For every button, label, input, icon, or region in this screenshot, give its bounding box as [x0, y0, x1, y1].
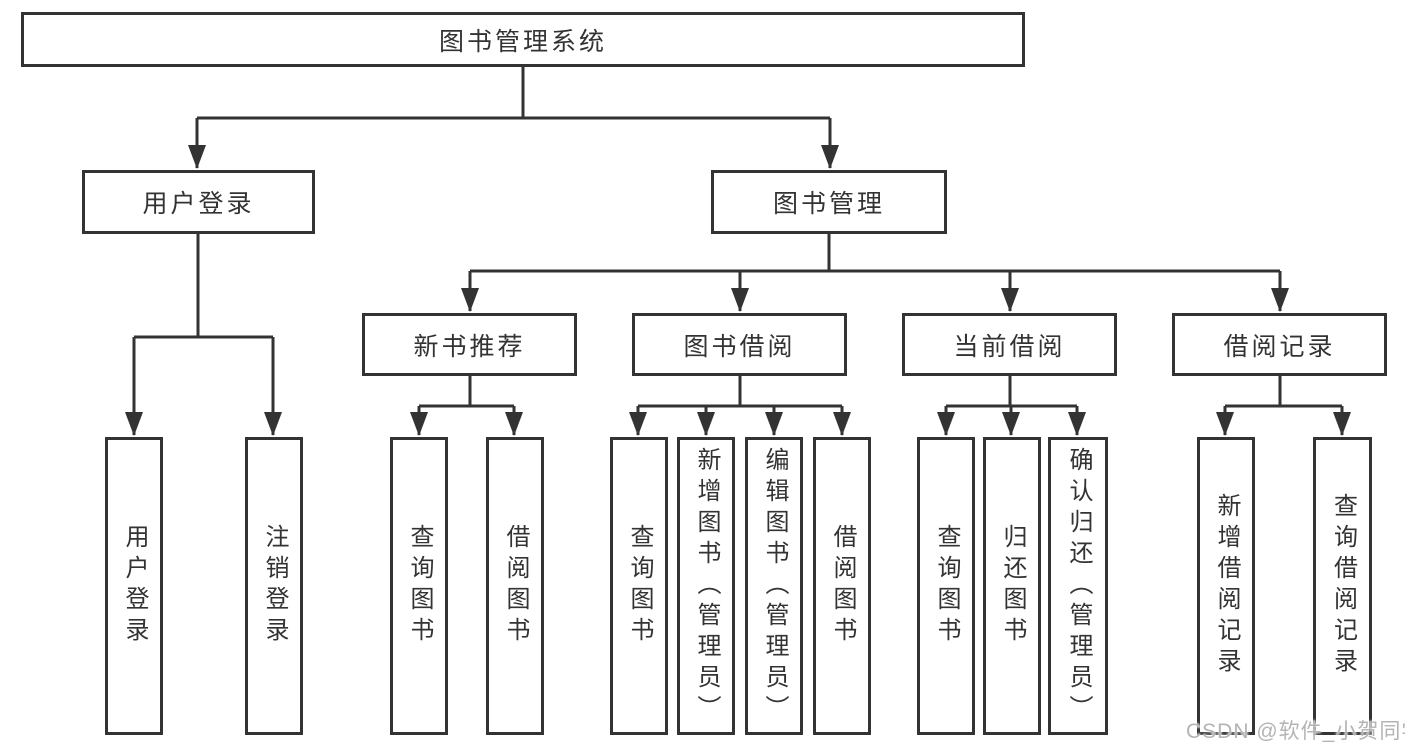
- node-book-management-label: 图书管理: [772, 190, 885, 218]
- node-borrow-records: 借阅记录: [1172, 313, 1387, 376]
- leaf-cb-query-books-label: 查询图书: [933, 524, 960, 648]
- node-new-book-recommend: 新书推荐: [362, 313, 577, 376]
- leaf-bb-edit-books-admin-label: 编辑图书（管理员）: [761, 446, 788, 726]
- node-root: 图书管理系统: [21, 12, 1025, 67]
- node-current-borrowing-label: 当前借阅: [953, 332, 1066, 361]
- node-user-login: 用户登录: [82, 170, 315, 234]
- rail-book-borrow: [638, 376, 842, 408]
- node-book-management: 图书管理: [711, 170, 947, 234]
- rail-current-borrow: [946, 376, 1077, 408]
- node-user-login-label: 用户登录: [142, 190, 255, 218]
- leaf-cb-return-books-label: 归还图书: [999, 524, 1026, 648]
- rail-borrow-records: [1225, 376, 1342, 408]
- leaf-bb-edit-books-admin: 编辑图书（管理员）: [745, 437, 803, 735]
- node-book-borrowing: 图书借阅: [632, 313, 847, 376]
- leaf-br-add-record: 新增借阅记录: [1197, 437, 1255, 735]
- leaf-bb-borrow-books: 借阅图书: [813, 437, 871, 735]
- leaf-user-login-label: 用户登录: [121, 524, 148, 648]
- leaf-logout-label: 注销登录: [261, 524, 288, 648]
- leaf-bb-add-books-admin-label: 新增图书（管理员）: [693, 446, 720, 726]
- node-current-borrowing: 当前借阅: [902, 313, 1117, 376]
- rail-book-mgmt: [470, 234, 1280, 273]
- leaf-cb-return-books: 归还图书: [983, 437, 1041, 735]
- leaf-user-login: 用户登录: [105, 437, 163, 735]
- node-borrow-records-label: 借阅记录: [1223, 332, 1336, 361]
- node-root-label: 图书管理系统: [438, 27, 607, 56]
- leaf-nb-query-books-label: 查询图书: [406, 524, 433, 648]
- leaf-br-query-record-label: 查询借阅记录: [1329, 493, 1357, 679]
- leaf-cb-confirm-return-admin: 确认归还（管理员）: [1048, 437, 1108, 735]
- node-new-book-recommend-label: 新书推荐: [413, 332, 526, 361]
- leaf-nb-query-books: 查询图书: [390, 437, 448, 735]
- leaf-bb-query-books-label: 查询图书: [626, 524, 653, 648]
- leaf-bb-query-books: 查询图书: [610, 437, 668, 735]
- leaf-nb-borrow-books-label: 借阅图书: [502, 524, 529, 648]
- leaf-bb-borrow-books-label: 借阅图书: [829, 524, 856, 648]
- leaf-br-query-record: 查询借阅记录: [1313, 437, 1372, 735]
- leaf-br-add-record-label: 新增借阅记录: [1213, 493, 1240, 679]
- csdn-watermark: CSDN @软件_小贺同学: [1186, 720, 1405, 743]
- node-book-borrowing-label: 图书借阅: [683, 332, 796, 361]
- leaf-nb-borrow-books: 借阅图书: [486, 437, 544, 735]
- leaf-cb-query-books: 查询图书: [917, 437, 975, 735]
- rail-root: [197, 66, 830, 120]
- leaf-cb-confirm-return-admin-label: 确认归还（管理员）: [1065, 446, 1092, 726]
- leaf-logout: 注销登录: [245, 437, 303, 735]
- leaf-bb-add-books-admin: 新增图书（管理员）: [677, 437, 735, 735]
- rail-user-login: [134, 234, 273, 339]
- rail-new-books: [419, 376, 514, 408]
